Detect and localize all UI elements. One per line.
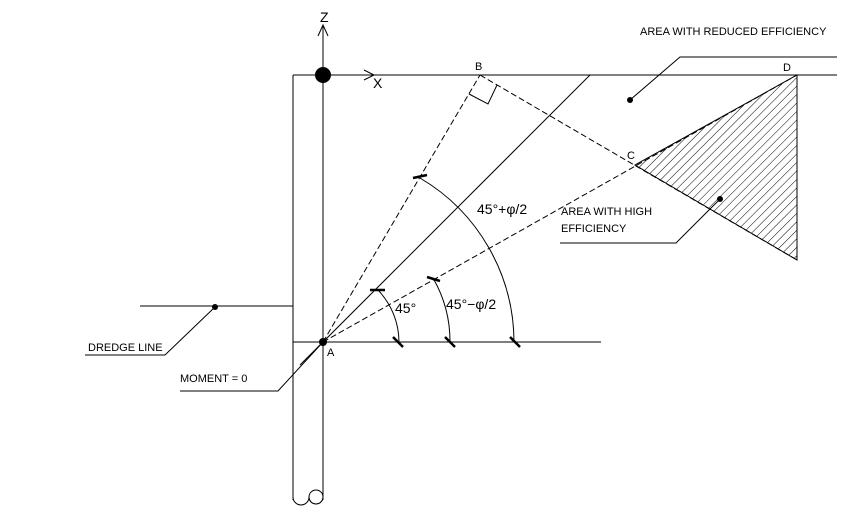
dredge-line-label: DREDGE LINE xyxy=(88,342,163,354)
pivot-point xyxy=(315,67,331,83)
moment-label: MOMENT = 0 xyxy=(180,373,247,385)
point-b-label: B xyxy=(475,61,482,73)
axis-z: Z xyxy=(317,9,329,37)
reduced-efficiency-callout: AREA WITH REDUCED EFFICIENCY xyxy=(627,26,837,103)
arc-ticks xyxy=(370,173,521,348)
high-efficiency-label-1: AREA WITH HIGH xyxy=(561,206,652,218)
axis-x: X xyxy=(363,69,383,91)
high-efficiency-label-2: EFFICIENCY xyxy=(561,223,627,235)
right-angle-mark xyxy=(468,84,498,105)
ray-ab xyxy=(322,74,481,343)
arc-upper xyxy=(419,177,515,343)
point-c-label: C xyxy=(627,150,635,162)
ray-45 xyxy=(299,74,591,366)
high-efficiency-callout: AREA WITH HIGH EFFICIENCY xyxy=(560,196,723,244)
reduced-efficiency-label: AREA WITH REDUCED EFFICIENCY xyxy=(640,26,827,38)
dredge-line-callout: DREDGE LINE xyxy=(85,304,218,356)
angle-lower-label: 45°−φ/2 xyxy=(446,296,496,312)
sheet-pile-wall xyxy=(292,25,837,506)
angle-45-label: 45° xyxy=(395,300,416,316)
axis-x-label: X xyxy=(373,75,383,91)
point-a-label: A xyxy=(327,347,335,359)
angle-upper-label: 45°+φ/2 xyxy=(477,201,527,217)
moment-callout: MOMENT = 0 xyxy=(180,341,324,392)
arc-lower xyxy=(432,277,451,343)
axis-z-label: Z xyxy=(320,9,329,25)
arc-45 xyxy=(377,289,400,343)
point-d-label: D xyxy=(783,62,791,74)
hatched-area xyxy=(633,74,798,261)
